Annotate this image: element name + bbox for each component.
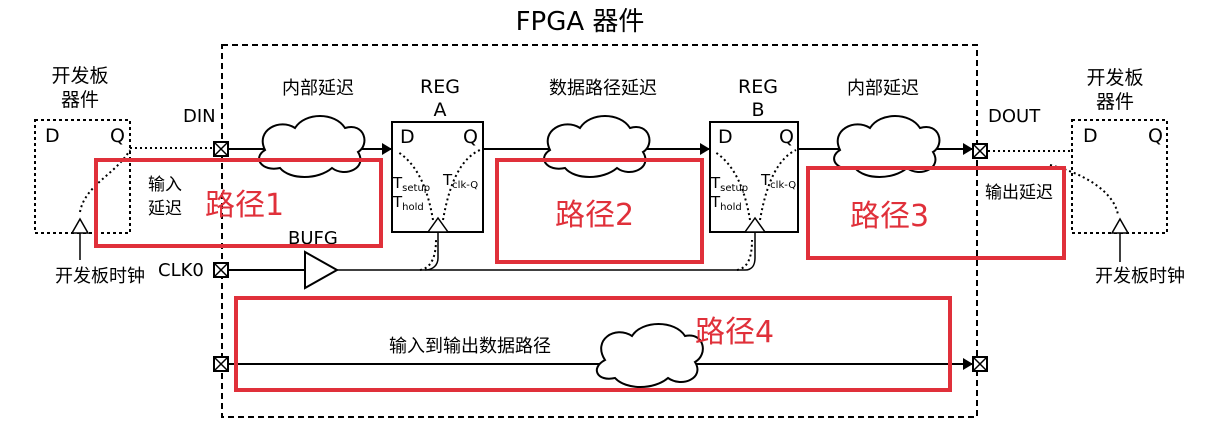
reg-a-q: Q bbox=[463, 126, 478, 148]
bufg-buffer bbox=[304, 250, 340, 290]
path-1-label: 路径1 bbox=[205, 188, 284, 223]
reg-b-title-2: B bbox=[751, 99, 764, 121]
reg-a-tsetup: Tsetup bbox=[392, 174, 430, 194]
right-board-ff bbox=[1071, 119, 1168, 234]
reg-a-tclkq: Tclk-Q bbox=[442, 171, 478, 191]
data-path-cloud bbox=[543, 115, 651, 178]
clock-to-reg-b-wire bbox=[425, 232, 756, 271]
bufg-label: BUFG bbox=[288, 228, 338, 249]
right-board-clock-arrow bbox=[1110, 217, 1130, 234]
din-port bbox=[213, 141, 229, 157]
left-board-label-1: 开发板 bbox=[51, 65, 108, 87]
io-path-arrow bbox=[963, 358, 973, 370]
left-board-d: D bbox=[45, 125, 60, 147]
dout-label: DOUT bbox=[988, 106, 1041, 127]
path-4-label: 路径4 bbox=[695, 315, 774, 350]
reg-a-thold: Thold bbox=[392, 193, 424, 213]
clock-skew-b bbox=[736, 239, 753, 271]
fpga-boundary bbox=[221, 44, 978, 418]
right-board-d: D bbox=[1083, 125, 1098, 147]
io-in-port bbox=[213, 356, 229, 372]
regb-d-arrow bbox=[700, 143, 710, 155]
left-board-clock-label: 开发板时钟 bbox=[55, 266, 145, 287]
right-board-label-2: 器件 bbox=[1096, 91, 1134, 113]
reg-b-tsetup: Tsetup bbox=[710, 174, 748, 194]
reg-b-d: D bbox=[718, 126, 733, 148]
dout-arrow bbox=[963, 143, 973, 155]
reg-b-thold: Thold bbox=[710, 193, 742, 213]
rega-d-arrow bbox=[382, 143, 392, 155]
internal-delay-cloud-left bbox=[258, 115, 366, 178]
data-path-delay-label: 数据路径延迟 bbox=[549, 78, 657, 99]
clock-to-reg-a-wire bbox=[337, 232, 439, 271]
path-2-box bbox=[495, 158, 704, 264]
reg-b-clkq-arc bbox=[759, 149, 797, 221]
reg-b-setup-arc bbox=[714, 151, 751, 221]
reg-b-q: Q bbox=[779, 126, 794, 148]
left-board-ff bbox=[34, 119, 131, 234]
reg-b-tclkq: Tclk-Q bbox=[760, 171, 796, 191]
path-1-box bbox=[94, 158, 383, 248]
right-board-clock-label: 开发板时钟 bbox=[1095, 266, 1185, 287]
left-board-label-2: 器件 bbox=[61, 89, 99, 111]
io-path-label: 输入到输出数据路径 bbox=[389, 336, 551, 357]
reg-a-clkq-arc bbox=[442, 149, 481, 221]
reg-a-setup-arc bbox=[397, 151, 434, 221]
clock-skew-a bbox=[419, 239, 437, 271]
reg-a-d: D bbox=[400, 126, 415, 148]
io-out-port bbox=[972, 356, 988, 372]
left-board-q: Q bbox=[110, 125, 125, 147]
right-board-label-1: 开发板 bbox=[1086, 67, 1143, 89]
din-label: DIN bbox=[183, 106, 216, 127]
left-board-clock-arrow bbox=[70, 217, 90, 234]
fpga-title: FPGA 器件 bbox=[516, 7, 645, 37]
clk0-label: CLK0 bbox=[158, 260, 204, 281]
reg-b-box bbox=[709, 121, 799, 233]
output-delay-arc bbox=[1049, 164, 1119, 216]
path-3-label: 路径3 bbox=[850, 199, 929, 234]
input-delay-label-2: 延迟 bbox=[148, 199, 182, 219]
io-path-cloud bbox=[595, 323, 704, 388]
reg-a-title-1: REG bbox=[420, 76, 460, 98]
internal-delay-left-label: 内部延迟 bbox=[282, 78, 354, 99]
reg-a-title-2: A bbox=[434, 99, 447, 121]
path-2-label: 路径2 bbox=[555, 198, 634, 233]
input-delay-label-1: 输入 bbox=[148, 175, 182, 195]
path-3-box bbox=[806, 166, 1066, 260]
dout-port bbox=[972, 143, 988, 159]
internal-delay-right-label: 内部延迟 bbox=[847, 78, 919, 99]
reg-a-box bbox=[391, 121, 484, 233]
clk0-port bbox=[213, 262, 229, 278]
path-4-box bbox=[234, 296, 952, 392]
right-board-q: Q bbox=[1148, 125, 1163, 147]
output-delay-label: 输出延迟 bbox=[985, 183, 1053, 203]
reg-b-title-1: REG bbox=[738, 76, 778, 98]
